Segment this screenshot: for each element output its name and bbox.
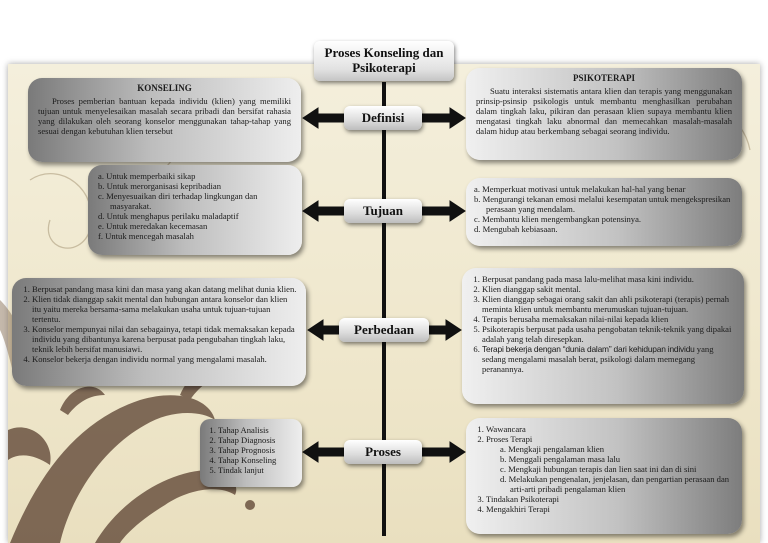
- list-item-text: yang sedang mengalami masalah berat, psi…: [482, 344, 714, 374]
- node-proses: Proses: [344, 440, 422, 464]
- konseling-heading: KONSELING: [137, 83, 192, 93]
- psikoterapi-proses-box: Wawancara Proses Terapi a. Mengkaji peng…: [466, 418, 742, 534]
- list-item: a. Memperkuat motivasi untuk melakukan h…: [474, 184, 686, 194]
- list-item: b. Mengurangi tekanan emosi melalui kese…: [474, 194, 731, 214]
- list-item: a. Untuk memperbaiki sikap: [98, 171, 196, 181]
- konseling-perbedaan-box: Berpusat pandang masa kini dan masa yang…: [12, 278, 306, 386]
- list-item: Klien dianggap sakit mental.: [482, 284, 734, 294]
- list-item: f. Untuk mencegah masalah: [98, 231, 194, 241]
- psikoterapi-definition-box: PSIKOTERAPI Suatu interaksi sistematis a…: [466, 68, 742, 160]
- node-definisi: Definisi: [344, 106, 422, 130]
- sub-list-item: a. Mengkaji pengalaman klien: [500, 444, 605, 454]
- psikoterapi-tujuan-box: a. Memperkuat motivasi untuk melakukan h…: [466, 178, 742, 246]
- list-item: Klien dianggap sebagai orang sakit dan a…: [482, 294, 734, 314]
- highlighted-text: Terapi bekerja dengan “dunia dalam” dari…: [482, 344, 695, 354]
- list-item: Berpusat pandang pada masa lalu-melihat …: [482, 274, 734, 284]
- node-tujuan: Tujuan: [344, 199, 422, 223]
- list-item: d. Untuk menghapus perilaku maladaptif: [98, 211, 239, 221]
- list-item: Proses Terapi a. Mengkaji pengalaman kli…: [486, 434, 732, 494]
- psikoterapi-perbedaan-box: Berpusat pandang pada masa lalu-melihat …: [462, 268, 744, 404]
- konseling-definition-box: KONSELING Proses pemberian bantuan kepad…: [28, 78, 301, 162]
- psikoterapi-perbedaan-list: Berpusat pandang pada masa lalu-melihat …: [468, 274, 734, 374]
- konseling-tujuan-box: a. Untuk memperbaiki sikap b. Untuk mero…: [88, 165, 302, 255]
- konseling-proses-list: Tahap Analisis Tahap Diagnosis Tahap Pro…: [204, 425, 296, 475]
- list-item: Psikoterapis berpusat pada usaha pengoba…: [482, 324, 734, 344]
- list-item: Berpusat pandang masa kini dan masa yang…: [32, 284, 298, 294]
- sub-list-item: d. Melakukan pengenalan, jenjelasan, dan…: [500, 474, 730, 494]
- list-item: Tindakan Psikoterapi: [486, 494, 732, 504]
- psikoterapi-definition-text: Suatu interaksi sistematis antara klien …: [476, 86, 732, 136]
- list-item: d. Mengubah kebiasaan.: [474, 224, 558, 234]
- list-item-text: Proses Terapi: [486, 434, 533, 444]
- list-item: Klien tidak dianggap sakit mental dan hu…: [32, 294, 298, 324]
- node-perbedaan: Perbedaan: [339, 318, 429, 342]
- list-item: e. Untuk meredakan kecemasan: [98, 221, 208, 231]
- konseling-proses-box: Tahap Analisis Tahap Diagnosis Tahap Pro…: [200, 419, 302, 487]
- list-item: Terapis berusaha memaksakan nilai-nilai …: [482, 314, 734, 324]
- proses-terapi-sublist: a. Mengkaji pengalaman klien b. Menggali…: [486, 444, 732, 494]
- diagram-title: Proses Konseling dan Psikoterapi: [314, 41, 454, 81]
- list-item: Konselor mempunyai nilai dan sebagainya,…: [32, 324, 298, 354]
- list-item: Mengakhiri Terapi: [486, 504, 732, 514]
- list-item: Tahap Prognosis: [218, 445, 296, 455]
- psikoterapi-proses-list: Wawancara Proses Terapi a. Mengkaji peng…: [472, 424, 732, 514]
- list-item: Tahap Konseling: [218, 455, 296, 465]
- list-item: b. Untuk merorganisasi kepribadian: [98, 181, 221, 191]
- list-item: Tindak lanjut: [218, 465, 296, 475]
- list-item: Tahap Diagnosis: [218, 435, 296, 445]
- konseling-definition-text: Proses pemberian bantuan kepada individu…: [38, 96, 291, 136]
- psikoterapi-tujuan-list: a. Memperkuat motivasi untuk melakukan h…: [474, 184, 732, 234]
- sub-list-item: b. Menggali pengalaman masa lalu: [500, 454, 621, 464]
- list-item: Konselor bekerja dengan individu normal …: [32, 354, 298, 364]
- list-item: Tahap Analisis: [218, 425, 296, 435]
- psikoterapi-heading: PSIKOTERAPI: [572, 73, 635, 83]
- sub-list-item: c. Mengkaji hubungan terapis dan lien sa…: [500, 464, 697, 474]
- list-item: Wawancara: [486, 424, 732, 434]
- list-item: c. Menyesuaikan diri terhadap lingkungan…: [98, 191, 258, 211]
- list-item: Terapi bekerja dengan “dunia dalam” dari…: [482, 344, 734, 374]
- list-item: c. Membantu klien mengembangkan potensin…: [474, 214, 642, 224]
- konseling-tujuan-list: a. Untuk memperbaiki sikap b. Untuk mero…: [98, 171, 294, 241]
- konseling-perbedaan-list: Berpusat pandang masa kini dan masa yang…: [18, 284, 298, 364]
